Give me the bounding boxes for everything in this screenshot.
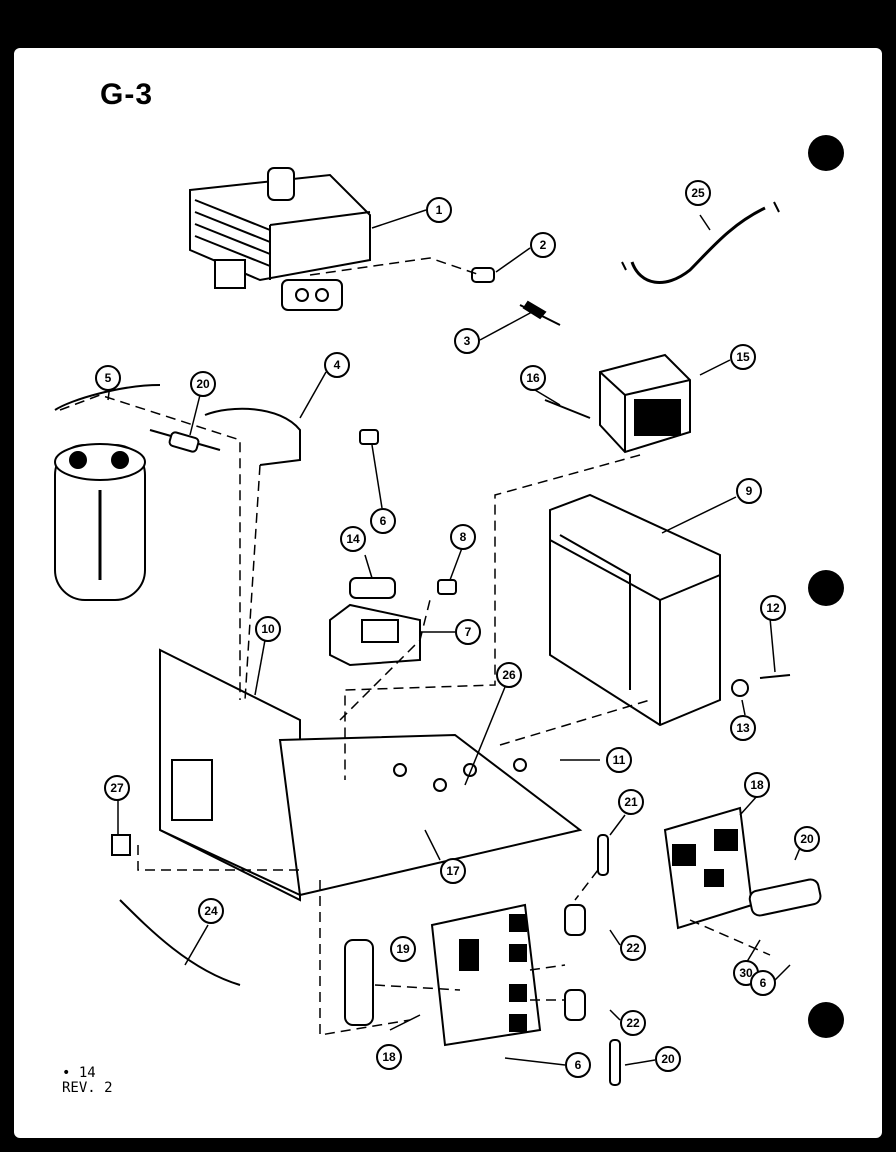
callout-24: 24: [198, 898, 224, 924]
callout-5: 5: [95, 365, 121, 391]
callout-4: 4: [324, 352, 350, 378]
binder-hole-top: [808, 135, 844, 171]
callout-7: 7: [455, 619, 481, 645]
callout-18-bottom: 18: [376, 1044, 402, 1070]
callout-13: 13: [730, 715, 756, 741]
ground-wire-part: [119, 899, 241, 986]
noise-filter-board-part: [663, 806, 754, 930]
callout-19: 19: [390, 936, 416, 962]
callout-1: 1: [426, 197, 452, 223]
callout-22-lower: 22: [620, 1010, 646, 1036]
low-voltage-transformer-part: [599, 353, 691, 454]
callout-27: 27: [104, 775, 130, 801]
callout-6-bottom: 6: [565, 1052, 591, 1078]
diode-part: [149, 429, 221, 453]
callout-15: 15: [730, 344, 756, 370]
callout-3: 3: [454, 328, 480, 354]
callout-18-right: 18: [744, 772, 770, 798]
callout-14: 14: [340, 526, 366, 552]
connector-part: [111, 834, 131, 856]
callout-20-top: 20: [190, 371, 216, 397]
high-voltage-transformer-part: [549, 493, 721, 727]
callout-12: 12: [760, 595, 786, 621]
callout-16: 16: [520, 365, 546, 391]
callout-6-top: 6: [370, 508, 396, 534]
screw-part: [359, 429, 379, 445]
callout-2: 2: [530, 232, 556, 258]
capacitor-part: [54, 443, 146, 601]
fuse-cylinder-part: [748, 878, 822, 917]
callout-11: 11: [606, 747, 632, 773]
switch-assembly-part: [329, 577, 457, 667]
fuse-part: [344, 939, 374, 1026]
magnetron-part: [189, 167, 371, 311]
base-plate-part: [159, 648, 583, 902]
callout-21: 21: [618, 789, 644, 815]
page-title: G-3: [100, 78, 154, 111]
callout-9: 9: [736, 478, 762, 504]
thermal-cutout-part: [471, 267, 561, 326]
callout-20-bottom: 20: [655, 1046, 681, 1072]
callout-22-upper: 22: [620, 935, 646, 961]
callout-10: 10: [255, 616, 281, 642]
callout-17: 17: [440, 858, 466, 884]
callout-26: 26: [496, 662, 522, 688]
footnote-revision: REV. 2: [62, 1080, 113, 1096]
binder-hole-middle: [808, 570, 844, 606]
callout-6-right: 6: [750, 970, 776, 996]
binder-hole-bottom: [808, 1002, 844, 1038]
callout-25: 25: [685, 180, 711, 206]
footnote-page-number: • 14: [62, 1065, 96, 1081]
page-footnote: • 14 REV. 2: [62, 1066, 113, 1096]
callout-20-right: 20: [794, 826, 820, 852]
fuse-board-part: [430, 903, 542, 1047]
callout-8: 8: [450, 524, 476, 550]
wire-lead-part: [630, 206, 766, 284]
mounting-bracket-part: [204, 407, 301, 466]
